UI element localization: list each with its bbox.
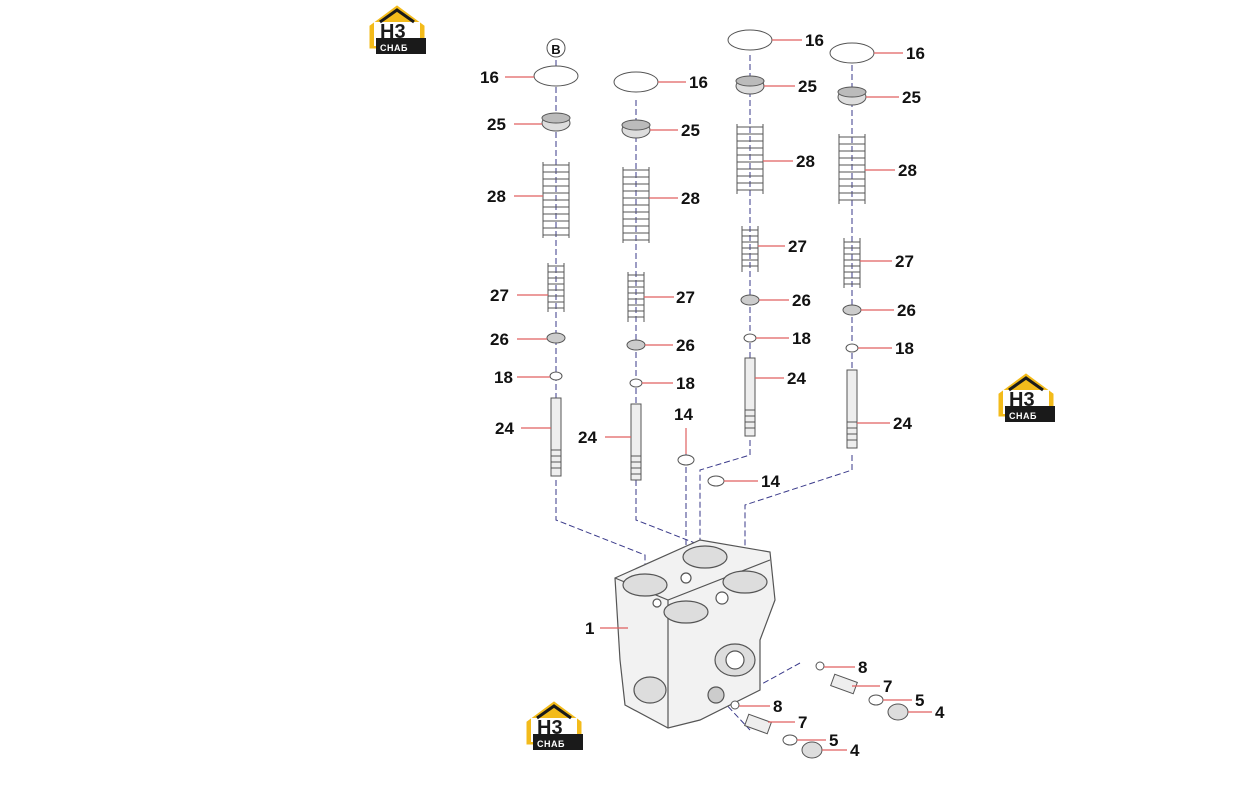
- spool: [846, 369, 858, 449]
- callout-label: 27: [788, 237, 807, 256]
- callout-labels: 16 25 28 27 26 18 24 16 25 28 27 26 18 2…: [480, 31, 945, 760]
- callout-label: 27: [676, 288, 695, 307]
- side-fittings: [730, 661, 909, 759]
- callout-label: 24: [578, 428, 597, 447]
- brand-logo-right: H3 СНАБ: [997, 372, 1057, 424]
- valve-body: [614, 539, 776, 729]
- o-ring: [549, 371, 563, 381]
- logo-bottom-text: СНАБ: [1009, 411, 1037, 421]
- logo-top-text: H3: [537, 717, 563, 739]
- valve-column-1: [533, 38, 579, 477]
- column-marker-circle: [546, 38, 566, 58]
- callout-label: 26: [490, 330, 509, 349]
- callout-label: 18: [676, 374, 695, 393]
- plug: [744, 713, 772, 735]
- seal-ring: [829, 42, 875, 64]
- callout-label: 18: [494, 368, 513, 387]
- spool: [630, 403, 642, 481]
- callout-label: 24: [787, 369, 806, 388]
- valve-column-4: [829, 42, 875, 449]
- inner-spring: [627, 272, 645, 322]
- seal-ring: [613, 71, 659, 93]
- callout-label: 26: [676, 336, 695, 355]
- callout-label: 28: [898, 161, 917, 180]
- callout-label: 18: [895, 339, 914, 358]
- washer: [868, 694, 884, 706]
- outer-spring: [542, 162, 570, 238]
- callout-label: 5: [915, 691, 924, 710]
- cap-nut: [801, 741, 823, 759]
- valve-column-3: [727, 29, 773, 437]
- ball: [730, 700, 740, 710]
- callout-label: 16: [689, 73, 708, 92]
- logo-bottom-text: СНАБ: [537, 739, 565, 749]
- washer: [782, 734, 798, 746]
- washer: [842, 304, 862, 316]
- callout-label: 14: [761, 472, 780, 491]
- callout-label: 4: [935, 703, 945, 722]
- column-marker-label: B: [551, 42, 560, 57]
- logo-top-text: H3: [1009, 389, 1035, 411]
- callout-label: 18: [792, 329, 811, 348]
- outer-spring: [838, 134, 866, 204]
- spool: [744, 357, 756, 437]
- callout-label: 5: [829, 731, 838, 750]
- callout-label: 26: [897, 301, 916, 320]
- inner-spring: [547, 263, 565, 312]
- seal-ring: [533, 65, 579, 87]
- washer: [546, 332, 566, 344]
- callout-label: 28: [487, 187, 506, 206]
- callout-label: 28: [681, 189, 700, 208]
- callout-label: 25: [902, 88, 921, 107]
- callout-label: 14: [674, 405, 693, 424]
- callout-label: 27: [895, 252, 914, 271]
- callout-label: 16: [805, 31, 824, 50]
- ball: [815, 661, 825, 671]
- washer: [626, 339, 646, 351]
- inner-spring: [741, 226, 759, 272]
- callout-label: 8: [773, 697, 782, 716]
- brand-logo-bottom: H3 СНАБ: [525, 700, 585, 752]
- valve-column-2: [613, 71, 659, 481]
- outer-spring: [736, 124, 764, 194]
- o-ring: [845, 343, 859, 353]
- callout-label: 8: [858, 658, 867, 677]
- callout-label: 16: [480, 68, 499, 87]
- spool: [550, 397, 562, 477]
- callout-label: 25: [681, 121, 700, 140]
- callout-label: 24: [893, 414, 912, 433]
- callout-label: 25: [487, 115, 506, 134]
- brand-logo-top: H3 СНАБ: [368, 4, 428, 56]
- callout-label: 26: [792, 291, 811, 310]
- logo-bottom-text: СНАБ: [380, 43, 408, 53]
- callout-label: 16: [906, 44, 925, 63]
- o-ring-14b: [707, 475, 725, 487]
- callout-label: 7: [883, 677, 892, 696]
- callout-label: 7: [798, 713, 807, 732]
- outer-spring: [622, 167, 650, 243]
- seal-ring: [727, 29, 773, 51]
- callout-label: 25: [798, 77, 817, 96]
- callout-label: 27: [490, 286, 509, 305]
- o-ring: [743, 333, 757, 343]
- inner-spring: [843, 238, 861, 288]
- callout-label: 24: [495, 419, 514, 438]
- plug: [830, 673, 858, 695]
- callout-label: 28: [796, 152, 815, 171]
- o-ring: [629, 378, 643, 388]
- leader-lines: [505, 39, 932, 751]
- washer: [740, 294, 760, 306]
- logo-top-text: H3: [380, 21, 406, 43]
- o-ring-14a: [677, 454, 695, 466]
- callout-label: 4: [850, 741, 860, 760]
- callout-label: 1: [585, 619, 594, 638]
- cap-nut: [887, 703, 909, 721]
